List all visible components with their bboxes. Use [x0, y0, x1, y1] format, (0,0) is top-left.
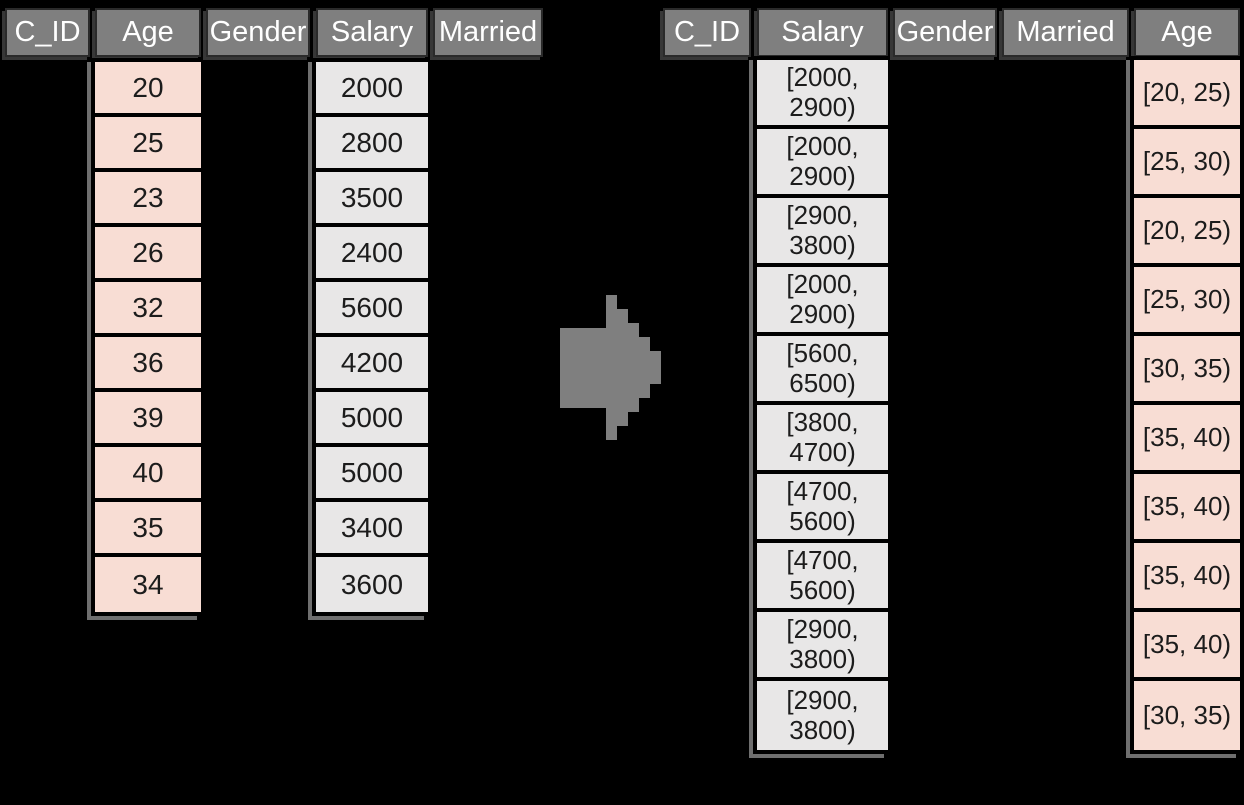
header-cell-cid: C_ID [5, 8, 90, 57]
salary-cell: 3600 [316, 557, 428, 612]
header-cell-salary: Salary [316, 8, 428, 57]
salary-bin-column: [2000, 2900) [2000, 2900) [2900, 3800) [… [753, 56, 888, 754]
salary-bin-cell: [2900, 3800) [757, 681, 888, 750]
salary-cell: 4200 [316, 337, 428, 392]
salary-bin-cell: [2000, 2900) [757, 129, 888, 198]
age-bin-cell: [35, 40) [1134, 543, 1240, 612]
age-bin-cell: [25, 30) [1134, 267, 1240, 336]
age-cell: 36 [95, 337, 201, 392]
header-cell-gender: Gender [893, 8, 997, 57]
salary-bin-cell: [4700, 5600) [757, 543, 888, 612]
salary-bin-cell: [2000, 2900) [757, 267, 888, 336]
salary-cell: 2800 [316, 117, 428, 172]
age-bin-cell: [30, 35) [1134, 681, 1240, 750]
salary-cell: 5000 [316, 392, 428, 447]
salary-cell: 3400 [316, 502, 428, 557]
header-cell-married: Married [433, 8, 543, 57]
salary-bin-cell: [3800, 4700) [757, 405, 888, 474]
age-cell: 35 [95, 502, 201, 557]
age-bin-cell: [20, 25) [1134, 198, 1240, 267]
age-cell: 39 [95, 392, 201, 447]
salary-bin-cell: [2000, 2900) [757, 60, 888, 129]
salary-bin-cell: [5600, 6500) [757, 336, 888, 405]
age-bin-cell: [35, 40) [1134, 405, 1240, 474]
age-bin-cell: [30, 35) [1134, 336, 1240, 405]
age-cell: 20 [95, 62, 201, 117]
age-cell: 40 [95, 447, 201, 502]
salary-cell: 2400 [316, 227, 428, 282]
header-cell-cid: C_ID [663, 8, 751, 57]
age-cell: 34 [95, 557, 201, 612]
salary-cell: 2000 [316, 62, 428, 117]
header-cell-gender: Gender [206, 8, 310, 57]
age-bin-cell: [35, 40) [1134, 612, 1240, 681]
age-cell: 32 [95, 282, 201, 337]
salary-bin-cell: [2900, 3800) [757, 612, 888, 681]
salary-cell: 5600 [316, 282, 428, 337]
salary-cell: 5000 [316, 447, 428, 502]
discretize-arrow-icon [560, 295, 661, 440]
header-cell-age: Age [95, 8, 201, 57]
salary-column: 2000 2800 3500 2400 5600 4200 5000 5000 … [312, 58, 428, 616]
age-cell: 26 [95, 227, 201, 282]
age-cell: 25 [95, 117, 201, 172]
age-bin-cell: [25, 30) [1134, 129, 1240, 198]
age-bin-column: [20, 25) [25, 30) [20, 25) [25, 30) [30,… [1130, 56, 1240, 754]
salary-bin-cell: [4700, 5600) [757, 474, 888, 543]
header-cell-age: Age [1134, 8, 1240, 57]
salary-bin-cell: [2900, 3800) [757, 198, 888, 267]
header-cell-married: Married [1002, 8, 1129, 57]
age-bin-cell: [35, 40) [1134, 474, 1240, 543]
salary-cell: 3500 [316, 172, 428, 227]
age-cell: 23 [95, 172, 201, 227]
age-bin-cell: [20, 25) [1134, 60, 1240, 129]
header-cell-salary: Salary [757, 8, 888, 57]
age-column: 20 25 23 26 32 36 39 40 35 34 [91, 58, 201, 616]
